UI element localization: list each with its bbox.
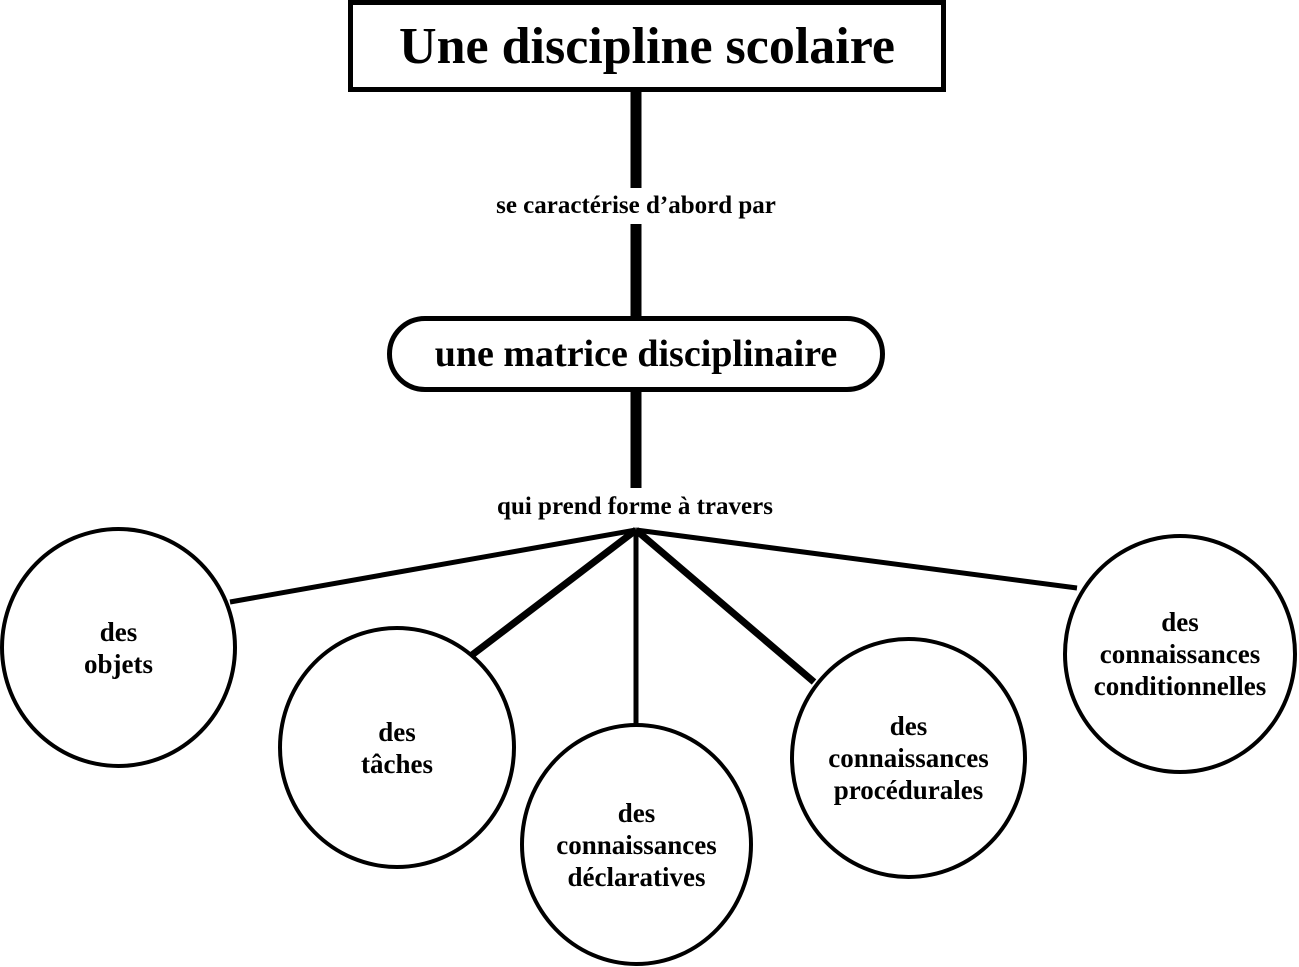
child-line: des [378,716,416,747]
child-line: tâches [361,748,433,779]
child-line: connaissances [556,829,717,860]
child-line: déclaratives [567,861,706,892]
child-line: connaissances [1099,639,1261,669]
branch-taches [469,527,639,658]
link-label-takes-form-through: qui prend forme à travers [497,493,773,520]
root-concept-label: Une discipline scolaire [399,17,895,75]
branch-objets [229,527,637,605]
child-line: des [889,711,928,741]
child-line: procédurales [833,775,984,805]
child-line: des [99,616,138,647]
link-label-characterized-by: se caractérise d’abord par [482,188,790,224]
branch-conditionnelles [635,527,1078,591]
middle-concept-label: une matrice disciplinaire [434,333,838,375]
branch-procedurales [633,527,817,685]
child-line: conditionnelles [1093,671,1267,701]
child-concept-objets: des objets [0,527,237,768]
child-concept-procedurales: des connaissances procédurales [790,637,1027,879]
child-line: connaissances [828,743,989,773]
child-concept-declaratives: des connaissances déclaratives [520,723,753,966]
child-concept-taches: des tâches [278,626,516,869]
child-line: des [1161,607,1199,637]
middle-concept-box: une matrice disciplinaire [387,316,885,392]
child-line: des [617,797,656,828]
child-concept-conditionnelles: des connaissances conditionnelles [1063,534,1297,774]
child-line: objets [84,648,153,679]
root-concept-box: Une discipline scolaire [348,0,946,92]
